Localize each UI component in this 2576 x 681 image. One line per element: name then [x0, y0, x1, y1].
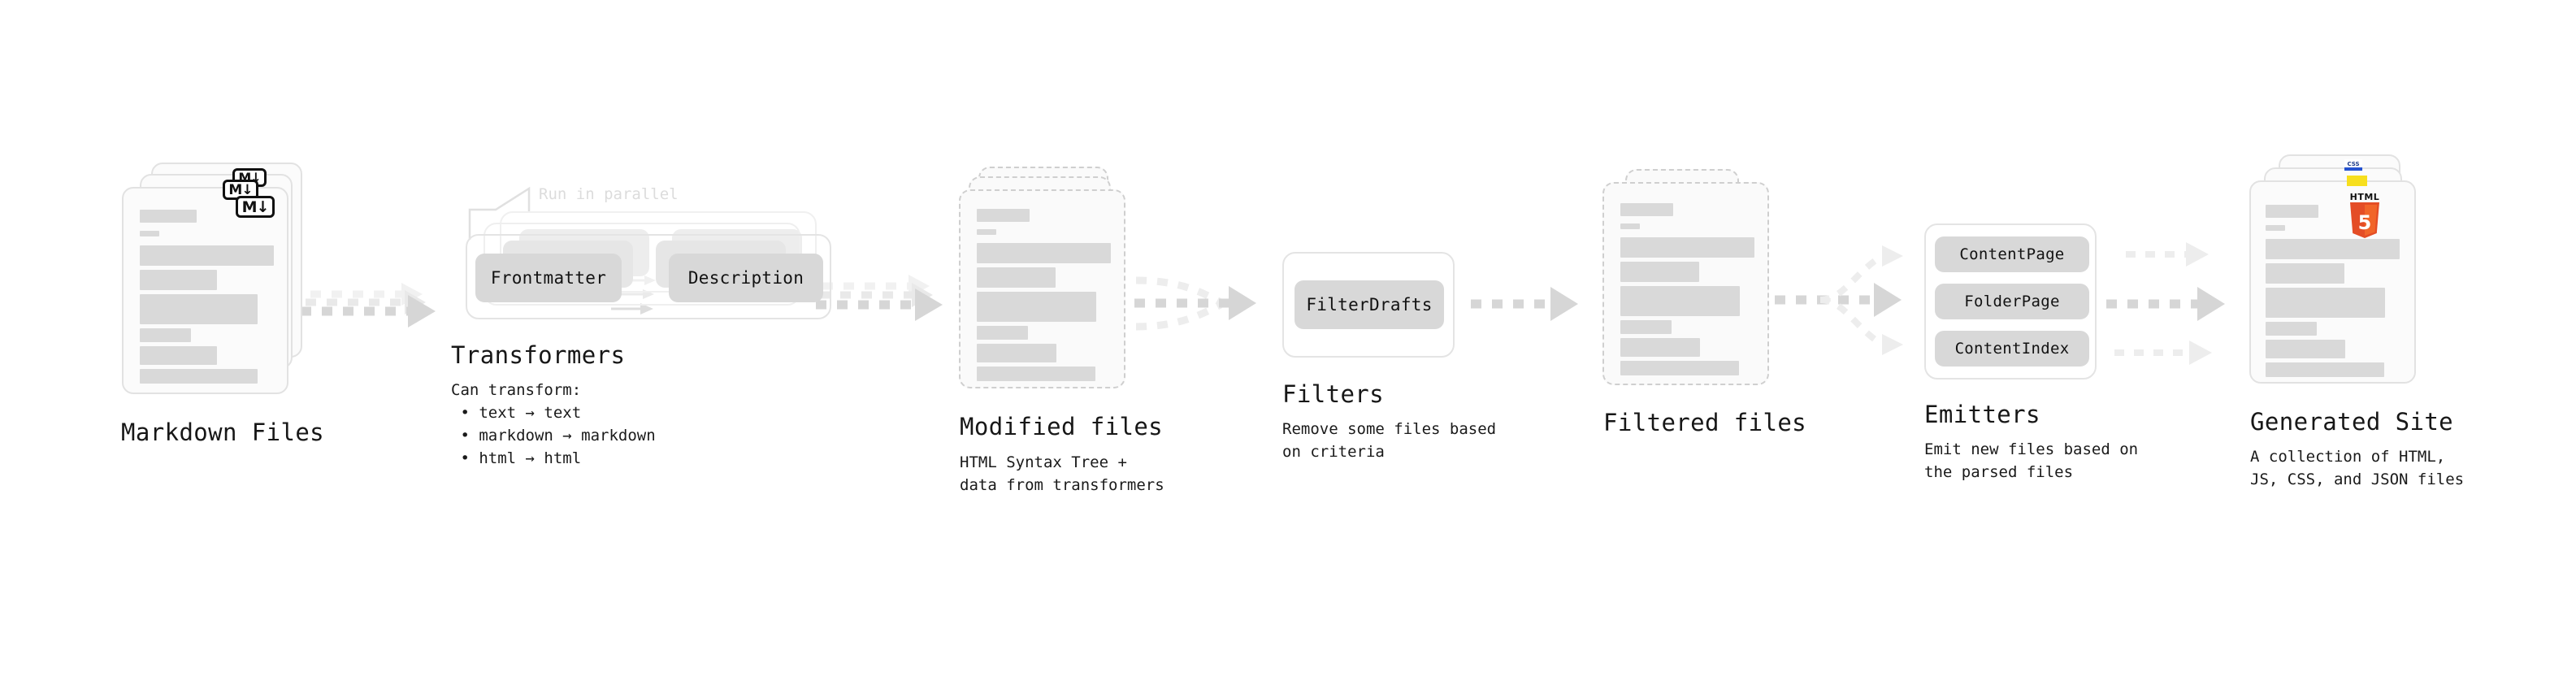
emitter-chip-folderpage[interactable]: FolderPage [1935, 284, 2089, 319]
markdown-badge-text: M↓ [241, 197, 270, 216]
doc-front [1602, 182, 1769, 385]
doc-bar [2266, 263, 2344, 284]
doc-bar [140, 245, 274, 266]
filtered-doc-stack [1602, 169, 1789, 405]
stage-subtitle-filters: Remove some files based on criteria [1282, 420, 1497, 461]
modified-doc-stack [959, 167, 1146, 402]
doc-bar [140, 270, 217, 290]
stage-modified-files: Modified files HTML Syntax Tree + data f… [959, 167, 1164, 494]
doc-bar [2266, 239, 2400, 259]
doc-bar [977, 292, 1096, 322]
doc-bar [140, 328, 191, 342]
stage-markdown-files: M↓ M↓ M↓ Markdown Files [121, 163, 324, 446]
doc-bar-sub [2266, 225, 2285, 231]
html5-badge-text: HTML [2349, 192, 2380, 202]
doc-bar [140, 369, 258, 384]
emitters-group: ContentPage FolderPage ContentIndex [1924, 223, 2097, 380]
emitter-chip-contentindex[interactable]: ContentIndex [1935, 331, 2089, 367]
stage-title-transformers: Transformers [451, 341, 626, 369]
doc-bar-title [977, 209, 1030, 222]
doc-bar-title [2266, 205, 2318, 218]
doc-bar [1620, 338, 1700, 357]
doc-bar [1620, 237, 1754, 258]
doc-bar [2266, 340, 2345, 358]
doc-bar-sub [1620, 223, 1640, 229]
doc-bar [2266, 322, 2317, 336]
doc-front [2249, 180, 2416, 384]
emitter-chip-label: ContentIndex [1954, 340, 2070, 358]
filter-chip-filterdrafts[interactable]: FilterDrafts [1295, 280, 1444, 329]
transformer-chip-label: Description [687, 268, 804, 288]
filter-chip-label: FilterDrafts [1306, 295, 1433, 314]
stage-title-filters: Filters [1282, 380, 1385, 408]
transformer-chip-label: Frontmatter [490, 268, 607, 288]
doc-bar [977, 267, 1056, 288]
doc-bar-sub [977, 229, 996, 235]
doc-bar [977, 367, 1095, 381]
transformer-chip-frontmatter[interactable]: Frontmatter [475, 254, 622, 302]
doc-bar-title [140, 210, 197, 223]
transformer-group: Frontmatter Description [466, 234, 831, 319]
stage-generated-site: CSS HTML 5 Generated Site A collection o… [2249, 154, 2464, 488]
javascript-badge [2347, 176, 2367, 186]
stage-title-markdown-files: Markdown Files [121, 419, 325, 446]
emitter-chip-contentpage[interactable]: ContentPage [1935, 236, 2089, 272]
doc-bar-sub [140, 231, 159, 236]
stage-title-generated-site: Generated Site [2250, 408, 2454, 436]
arrow-filters-to-filtered [1471, 287, 1578, 321]
stage-subtitle-transformers: Can transform: • text → text • markdown … [451, 381, 656, 467]
doc-bar [140, 346, 217, 365]
doc-bar [2266, 362, 2384, 377]
html5-badge: HTML 5 [2348, 193, 2381, 240]
arrow-emitters-to-site [2106, 242, 2225, 365]
stage-subtitle-modified-files: HTML Syntax Tree + data from transformer… [960, 453, 1164, 494]
stage-title-emitters: Emitters [1924, 401, 2040, 428]
run-in-parallel-label: Run in parallel [539, 185, 679, 203]
doc-bar [977, 344, 1056, 362]
markdown-badge-text: M↓ [228, 181, 253, 198]
doc-bar [140, 294, 258, 324]
doc-front [959, 189, 1125, 388]
svg-text:5: 5 [2358, 211, 2372, 234]
markdown-badge: M↓ [236, 196, 275, 218]
markdown-doc-stack: M↓ M↓ M↓ [122, 163, 309, 406]
doc-bar [1620, 361, 1739, 375]
doc-bar [1620, 262, 1699, 282]
doc-bar [977, 243, 1111, 263]
doc-bar [977, 326, 1028, 340]
stage-title-filtered-files: Filtered files [1603, 409, 1807, 436]
stage-filtered-files: Filtered files [1602, 169, 1806, 436]
arrow-transformers-to-modified [816, 275, 943, 321]
transformer-chip-description[interactable]: Description [669, 254, 823, 302]
stage-subtitle-generated-site: A collection of HTML, JS, CSS, and JSON … [2250, 448, 2465, 488]
emitter-chip-label: FolderPage [1964, 293, 2060, 310]
doc-bar-title [1620, 203, 1673, 216]
emitter-chip-label: ContentPage [1959, 245, 2065, 263]
css3-badge-text: CSS [2347, 161, 2360, 167]
arrow-filtered-to-emitters [1775, 245, 1903, 355]
arrow-md-to-transformers [301, 283, 436, 327]
stage-subtitle-emitters: Emit new files based on the parsed files [1924, 440, 2139, 481]
site-doc-stack: CSS HTML 5 [2249, 154, 2444, 398]
html5-shield-icon: 5 [2350, 202, 2379, 238]
filters-group: FilterDrafts [1282, 252, 1455, 358]
doc-bar [2266, 288, 2385, 318]
arrow-modified-to-filters [1134, 276, 1256, 331]
doc-bar [1620, 320, 1672, 334]
doc-front [122, 187, 288, 394]
stage-title-modified-files: Modified files [960, 413, 1164, 440]
doc-bar [1620, 286, 1740, 316]
css3-badge: CSS [2344, 159, 2362, 171]
